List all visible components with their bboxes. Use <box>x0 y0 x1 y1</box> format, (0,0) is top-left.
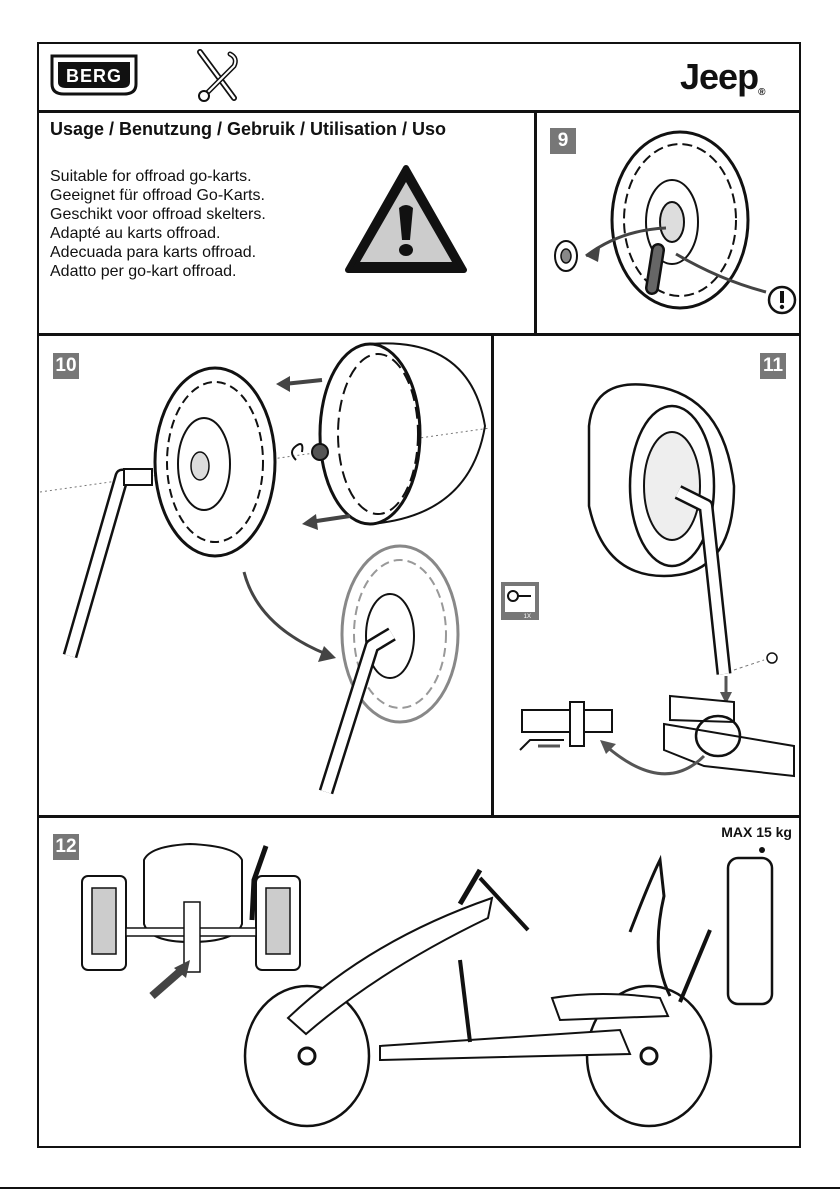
step-11-illustration <box>494 336 799 814</box>
step-10-illustration <box>40 336 490 814</box>
berg-logo-text: BERG <box>66 66 122 86</box>
caution-circle-icon <box>766 284 798 316</box>
jeep-trademark: ® <box>758 87 764 98</box>
usage-line-it: Adatto per go-kart offroad. <box>50 262 266 281</box>
warning-triangle-icon <box>344 164 468 276</box>
jeep-logo-text: Jeep <box>680 56 758 97</box>
tool-badge-text: 1X <box>524 614 531 620</box>
divider-col-top <box>534 110 537 335</box>
step-12-illustration <box>40 820 798 1145</box>
usage-line-en: Suitable for offroad go-karts. <box>50 167 266 186</box>
tools-icon <box>194 48 240 104</box>
usage-line-nl: Geschikt voor offroad skelters. <box>50 205 266 224</box>
berg-logo: BERG <box>46 50 142 98</box>
pin-tool-icon: 1X <box>501 582 539 620</box>
divider-header <box>37 110 801 113</box>
footer-line <box>0 1187 840 1189</box>
divider-row2 <box>37 815 801 818</box>
usage-title: Usage / Benutzung / Gebruik / Utilisatio… <box>50 119 446 140</box>
jeep-logo: Jeep® <box>680 56 764 98</box>
usage-line-de: Geeignet für offroad Go-Karts. <box>50 186 266 205</box>
usage-lines: Suitable for offroad go-karts. Geeignet … <box>50 167 266 281</box>
step-9-illustration <box>540 120 800 330</box>
usage-line-fr: Adapté au karts offroad. <box>50 224 266 243</box>
usage-line-es: Adecuada para karts offroad. <box>50 243 266 262</box>
